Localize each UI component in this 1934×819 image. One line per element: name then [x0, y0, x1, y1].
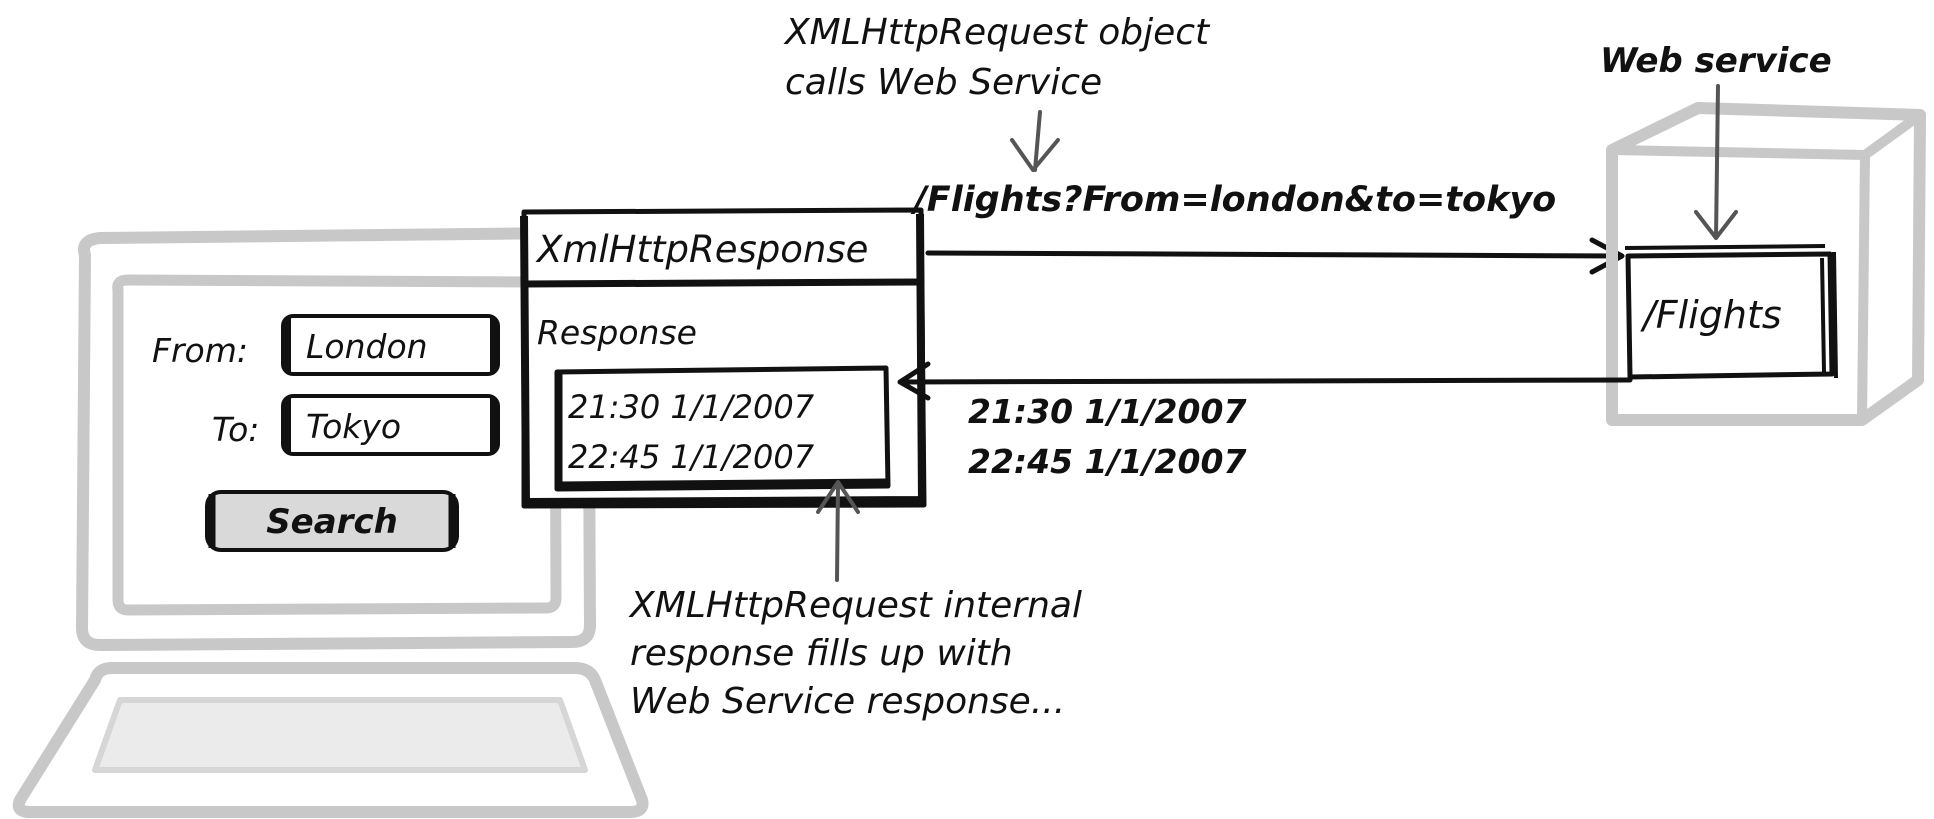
annotation-top-arrow: [1010, 110, 1060, 172]
keyboard-base: [12, 662, 649, 818]
web-service-cube: [1606, 102, 1926, 426]
xhr-response-line-2: 22:45 1/1/2007: [568, 438, 815, 476]
laptop: [12, 227, 649, 818]
annotation-top: XMLHttpRequest object calls Web Service: [783, 12, 1211, 172]
xhr-response-line-1: 21:30 1/1/2007: [568, 388, 815, 426]
xhr-object: XmlHttpResponse Response 21:30 1/1/2007 …: [520, 207, 927, 509]
xhr-frame-shadow: [520, 213, 926, 506]
keyboard-panel: [92, 697, 588, 773]
annotation-bottom-line-2: response fills up with: [630, 633, 1013, 674]
annotation-bottom-arrow: [816, 480, 860, 582]
annotation-bottom-line-3: Web Service response...: [630, 681, 1065, 722]
returned-line-1: 21:30 1/1/2007: [968, 392, 1246, 431]
web-service-cube-edge: [1611, 110, 1923, 421]
to-input[interactable]: [281, 394, 500, 456]
response-arrow: [897, 361, 1633, 401]
monitor-bezel: [76, 227, 596, 651]
to-value: Tokyo: [306, 407, 401, 446]
to-input-shadow: [285, 398, 496, 452]
returned-line-2: 22:45 1/1/2007: [968, 442, 1246, 481]
annotation-top-line-1: XMLHttpRequest object: [783, 12, 1211, 53]
to-label: To:: [212, 410, 259, 449]
response: 21:30 1/1/2007 22:45 1/1/2007: [897, 361, 1633, 481]
search-button-shadow: [208, 494, 456, 548]
request-url: /Flights?From=london&to=tokyo: [910, 180, 1556, 220]
from-label: From:: [152, 331, 248, 370]
from-input-shadow: [285, 318, 496, 372]
search-form: From: London To: Tokyo Search: [152, 314, 500, 552]
from-input[interactable]: [281, 314, 500, 376]
annotation-bottom-line-1: XMLHttpRequest internal: [628, 585, 1082, 626]
annotation-top-line-2: calls Web Service: [785, 62, 1102, 103]
from-value: London: [306, 327, 428, 366]
monitor-screen: [112, 274, 562, 616]
web-service-arrow: [1694, 84, 1738, 240]
web-service: Web service /Flights: [1600, 41, 1926, 426]
request-arrow: [925, 237, 1625, 275]
annotation-bottom: XMLHttpRequest internal response fills u…: [628, 480, 1082, 722]
web-service-label: Web service: [1600, 41, 1832, 81]
request: /Flights?From=london&to=tokyo: [910, 180, 1625, 275]
search-button-label: Search: [266, 502, 398, 542]
search-button[interactable]: [205, 490, 459, 552]
xhr-response-box-shadow: [555, 374, 887, 489]
xhr-title: XmlHttpResponse: [535, 228, 868, 271]
flights-endpoint-box: [1625, 251, 1835, 380]
flights-endpoint-label: /Flights: [1640, 293, 1782, 337]
xhr-title-divider: [523, 278, 923, 288]
flights-endpoint-shadow: [1624, 244, 1838, 379]
xhr-response-label: Response: [537, 313, 697, 352]
